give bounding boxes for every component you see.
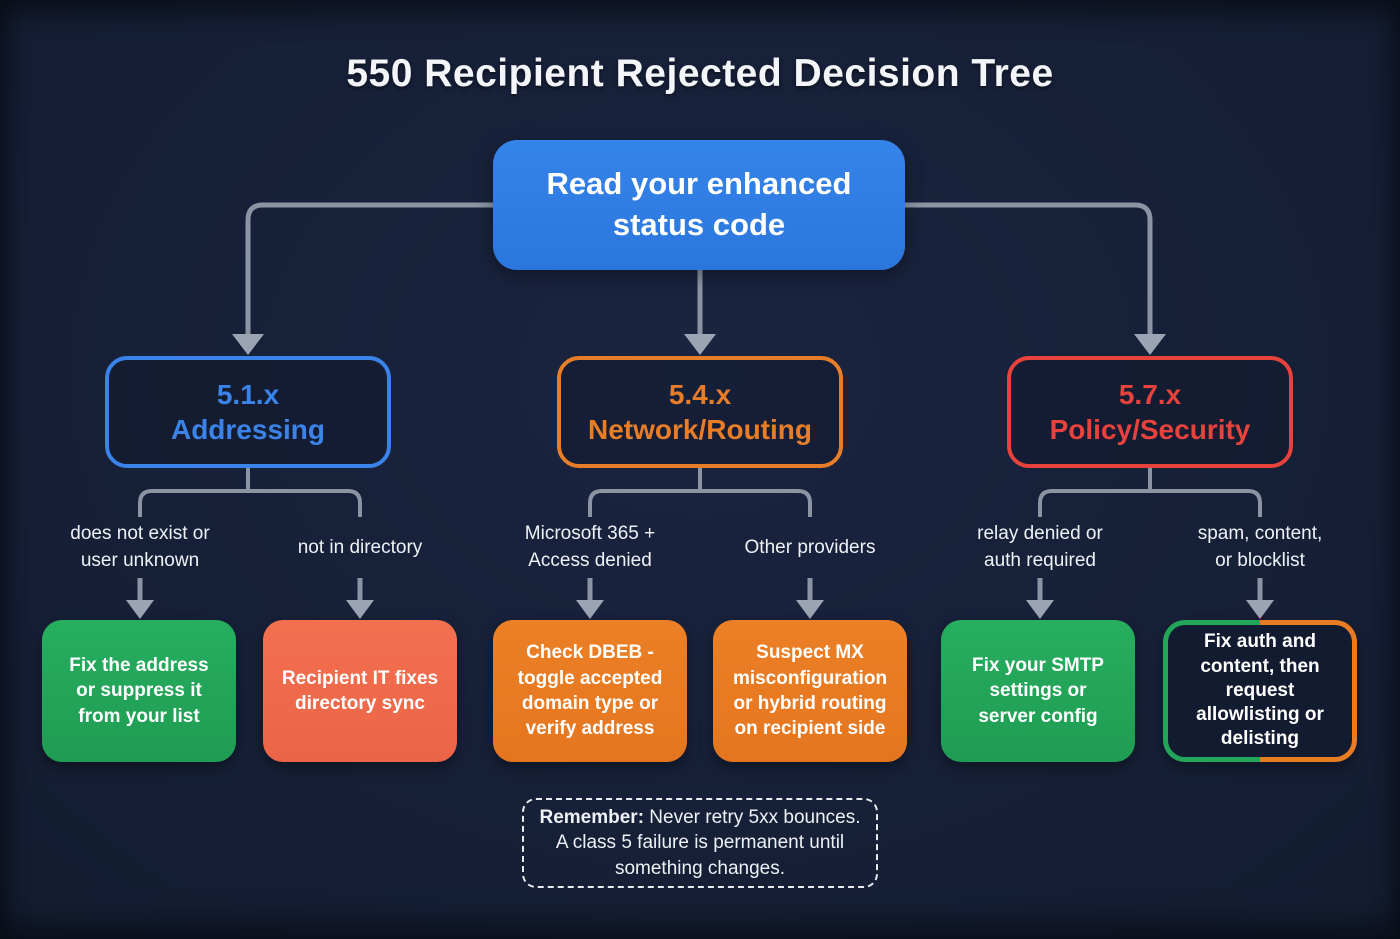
page-title: 550 Recipient Rejected Decision Tree <box>346 52 1054 95</box>
reminder-note: Remember: Never retry 5xx bounces. A cla… <box>522 798 878 888</box>
action-node-fix-address: Fix the address or suppress it from your… <box>42 620 236 762</box>
action-node-inner: Fix auth and content, then request allow… <box>1168 625 1352 757</box>
branch-node-5-4-x-network-routing: 5.4.x Network/Routing <box>557 356 843 468</box>
action-label: Fix auth and content, then request allow… <box>1196 631 1324 750</box>
action-label: Fix your SMTP settings or server config <box>972 655 1104 727</box>
reminder-note-body: Never retry 5xx bounces. A class 5 failu… <box>555 806 861 879</box>
branch-code: 5.1.x <box>216 379 280 410</box>
condition-label-m365-access-denied: Microsoft 365 + Access denied <box>524 523 656 571</box>
reminder-note-text: Remember: Never retry 5xx bounces. A cla… <box>536 805 864 882</box>
arrowhead-icon <box>232 334 264 355</box>
branch-node-5-7-x-policy-security: 5.7.x Policy/Security <box>1007 356 1293 468</box>
branch-name: Network/Routing <box>588 414 812 445</box>
action-label: Recipient IT fixes directory sync <box>281 667 439 714</box>
root-node-label: Read your enhanced status code <box>546 166 852 242</box>
action-node-recipient-it-fixes: Recipient IT fixes directory sync <box>263 620 457 762</box>
branch-code: 5.4.x <box>668 379 732 410</box>
root-node: Read your enhanced status code <box>493 140 905 270</box>
condition-label-not-in-directory: not in directory <box>297 536 423 558</box>
level-1-arrowheads <box>232 334 1166 355</box>
action-node-fix-auth-content: Fix auth and content, then request allow… <box>1163 620 1357 762</box>
action-label: Check DBEB - toggle accepted domain type… <box>517 642 663 740</box>
condition-label-relay-denied: relay denied or auth required <box>977 523 1103 571</box>
action-label: Fix the address or suppress it from your… <box>69 655 209 727</box>
level-2-connectors <box>138 468 1262 517</box>
action-label: Suspect MX misconfiguration or hybrid ro… <box>732 642 888 740</box>
branch-name: Addressing <box>170 414 326 445</box>
branch-name: Policy/Security <box>1049 414 1251 445</box>
action-node-suspect-mx: Suspect MX misconfiguration or hybrid ro… <box>713 620 907 762</box>
leaf-arrow-stems <box>137 578 1263 601</box>
condition-label-user-unknown: does not exist or user unknown <box>70 523 210 571</box>
action-node-check-dbeb: Check DBEB - toggle accepted domain type… <box>493 620 687 762</box>
arrowhead-icon <box>1246 600 1274 619</box>
condition-label-other-providers: Other providers <box>744 536 876 558</box>
branch-split <box>588 489 812 517</box>
connector-root-to-5-1-x <box>245 202 493 336</box>
arrowhead-icon <box>576 600 604 619</box>
reminder-note-label: Remember: <box>539 806 645 828</box>
branch-node-5-1-x-addressing: 5.1.x Addressing <box>105 356 391 468</box>
branch-split <box>138 489 362 517</box>
leaf-arrowheads <box>126 600 1274 619</box>
branch-split <box>1038 489 1262 517</box>
arrowhead-icon <box>346 600 374 619</box>
arrowhead-icon <box>1134 334 1166 355</box>
connector-root-to-5-7-x <box>905 202 1153 336</box>
arrowhead-icon <box>1026 600 1054 619</box>
action-node-fix-smtp: Fix your SMTP settings or server config <box>941 620 1135 762</box>
branch-code: 5.7.x <box>1118 379 1182 410</box>
arrowhead-icon <box>126 600 154 619</box>
arrowhead-icon <box>684 334 716 355</box>
arrowhead-icon <box>796 600 824 619</box>
condition-label-spam-blocklist: spam, content, or blocklist <box>1197 523 1323 571</box>
